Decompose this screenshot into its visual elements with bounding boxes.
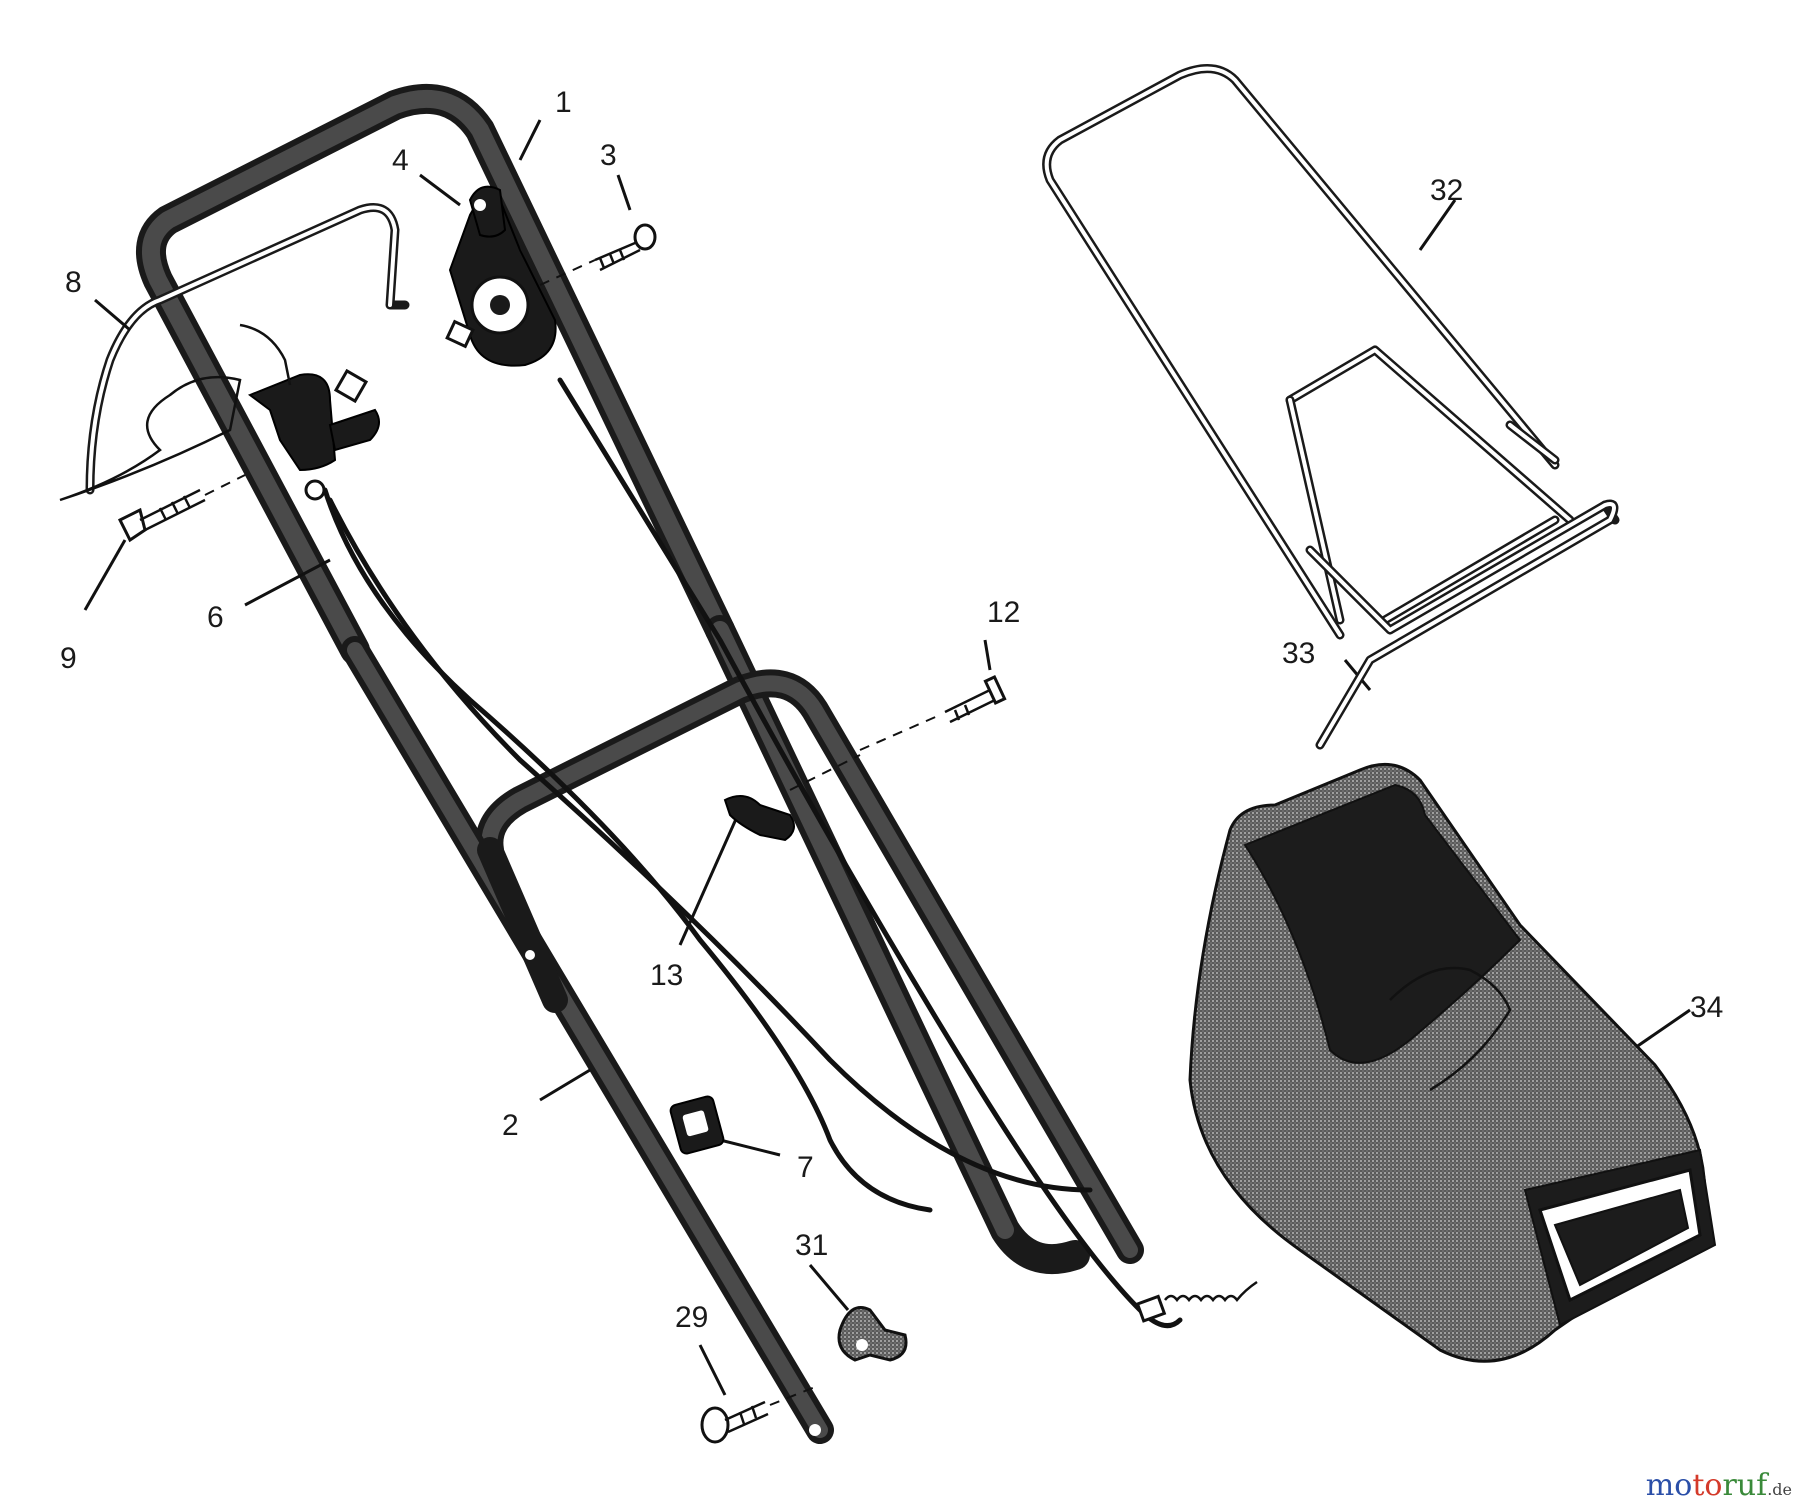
warning-decal (59, 375, 242, 502)
carriage-bolt-part-29 (700, 1384, 821, 1444)
callout-31: 31 (795, 1229, 828, 1262)
cable-clip-part-7 (669, 1095, 725, 1155)
callout-12: 12 (987, 596, 1020, 629)
bolt-part-9 (117, 474, 246, 543)
brake-control-lever (239, 323, 380, 501)
callout-8: 8 (65, 266, 82, 299)
callout-labels: 1 2 3 4 6 7 8 9 12 13 29 31 32 33 34 (60, 86, 1723, 1334)
watermark-tld: .de (1767, 1480, 1792, 1499)
pin-part-12 (859, 675, 1007, 751)
callout-9: 9 (60, 642, 77, 675)
callout-29: 29 (675, 1301, 708, 1334)
grass-bag-frame-part-32 (1042, 64, 1620, 640)
lower-handle (341, 636, 1144, 1444)
watermark-logo: motoruf.de (1646, 1468, 1792, 1503)
control-cables (322, 377, 1183, 1329)
callout-34: 34 (1690, 991, 1723, 1024)
callout-3: 3 (600, 139, 617, 172)
callout-13: 13 (650, 959, 683, 992)
watermark-part-b: to (1692, 1468, 1723, 1503)
callout-4: 4 (392, 144, 409, 177)
grass-bag-part-34 (1188, 762, 1717, 1363)
callout-33: 33 (1282, 637, 1315, 670)
callout-6: 6 (207, 601, 224, 634)
throttle-control (445, 185, 557, 367)
handle-knob-part-13 (723, 754, 861, 842)
callout-32: 32 (1430, 174, 1463, 207)
callout-1: 1 (555, 86, 572, 119)
spring-connector (1135, 1280, 1258, 1323)
screw-part-3 (539, 223, 657, 286)
watermark-part-a: mo (1645, 1468, 1693, 1503)
wing-nut-part-31 (837, 1306, 908, 1362)
watermark-part-c: ruf (1722, 1468, 1768, 1503)
callout-2: 2 (502, 1109, 519, 1142)
bag-frame-lower-part-33 (1305, 499, 1619, 750)
callout-7: 7 (797, 1151, 814, 1184)
